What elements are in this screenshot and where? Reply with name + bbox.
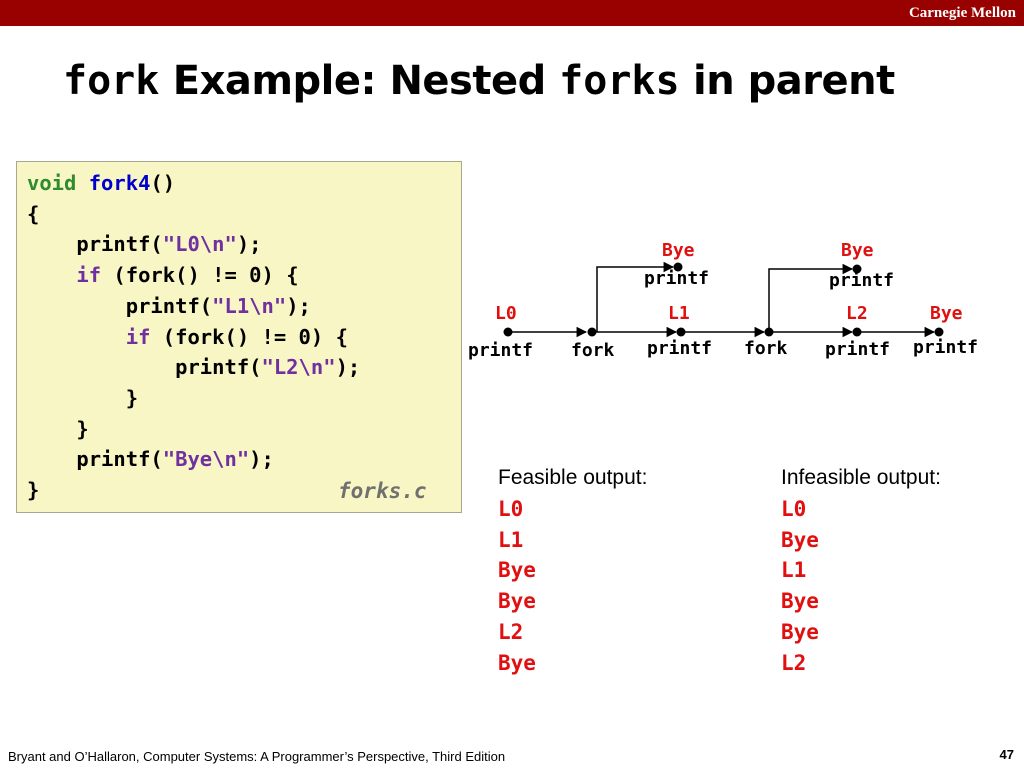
- bottom-label-3: printf: [647, 338, 712, 359]
- branch-2-label: printf: [829, 270, 894, 291]
- feasible-output-line: L2: [498, 619, 524, 644]
- feasible-output-line: L1: [498, 527, 524, 552]
- bottom-label-6: printf: [913, 337, 978, 358]
- bottom-label-5: printf: [825, 339, 890, 360]
- code-token: printf(: [27, 232, 163, 257]
- node-printf-l1: [676, 327, 686, 337]
- infeasible-output-line: Bye: [781, 527, 819, 552]
- edge-branch-1: [596, 261, 675, 332]
- code-token: printf(: [27, 447, 163, 472]
- footer-citation: Bryant and O’Hallaron, Computer Systems:…: [8, 749, 506, 764]
- code-token: [27, 263, 76, 287]
- branch-1-label: printf: [644, 268, 709, 289]
- infeasible-output-line: L1: [781, 558, 807, 583]
- node-printf-l0: [503, 327, 513, 337]
- code-token: (fork() != 0) {: [150, 324, 348, 349]
- code-listing: void fork4() { printf("L0\n"); if (fork(…: [27, 168, 360, 506]
- infeasible-output-line: Bye: [781, 619, 819, 644]
- code-token: "L1\n": [212, 293, 287, 318]
- code-token: "L2\n": [261, 355, 336, 380]
- feasible-output-line: Bye: [498, 589, 536, 614]
- feasible-title: Feasible output:: [498, 466, 648, 489]
- bottom-label-2: fork: [571, 340, 615, 361]
- code-filename: forks.c: [338, 479, 427, 503]
- code-token: );: [249, 447, 274, 472]
- code-token: if: [125, 324, 151, 349]
- edge-branch-2: [768, 263, 854, 332]
- code-token: }: [27, 416, 89, 441]
- brand-name: Carnegie Mellon: [908, 5, 1016, 21]
- code-token: "Bye\n": [162, 447, 250, 472]
- feasible-output-line: Bye: [498, 558, 536, 583]
- node-printf-bye-2: [852, 264, 862, 274]
- code-token: }: [27, 478, 40, 503]
- code-box: [16, 161, 462, 513]
- infeasible-output-line: L0: [781, 497, 807, 521]
- code-token: "L0\n": [162, 232, 237, 257]
- red-label-l2: L2: [846, 303, 868, 324]
- branch-1-red-label: Bye: [662, 240, 695, 261]
- code-token: void: [27, 171, 77, 195]
- code-token: (fork() != 0) {: [101, 263, 299, 288]
- bottom-label-4: fork: [744, 338, 788, 359]
- infeasible-title: Infeasible output:: [781, 466, 941, 489]
- process-graph: printf fork printf fork printf printf pr…: [468, 240, 978, 361]
- title-part-fork: fork: [63, 58, 160, 104]
- feasible-output-line: Bye: [498, 650, 536, 675]
- node-printf-l2: [852, 327, 862, 337]
- feasible-output-line: L0: [498, 497, 524, 521]
- code-token: );: [286, 293, 311, 318]
- code-token: );: [335, 355, 361, 380]
- code-token: (): [150, 171, 176, 195]
- code-token: fork4: [88, 171, 151, 195]
- red-label-bye-main: Bye: [930, 303, 963, 324]
- node-fork-2: [764, 327, 774, 337]
- node-printf-bye-main: [934, 327, 944, 337]
- top-bar: Carnegie Mellon: [0, 0, 1024, 26]
- red-label-l1: L1: [668, 303, 690, 324]
- page-number: 47: [999, 747, 1014, 762]
- code-token: [27, 325, 126, 349]
- red-label-l0: L0: [495, 303, 517, 324]
- code-token: [76, 171, 88, 195]
- code-token: );: [236, 232, 262, 257]
- code-token: {: [27, 201, 40, 226]
- node-fork-1: [587, 327, 597, 337]
- code-token: printf(: [27, 293, 213, 318]
- code-token: printf(: [27, 355, 262, 380]
- bottom-label-1: printf: [468, 340, 533, 361]
- infeasible-output-line: L2: [781, 650, 807, 675]
- branch-2-red-label: Bye: [841, 240, 874, 261]
- code-token: }: [27, 385, 139, 410]
- infeasible-output-line: Bye: [781, 589, 819, 614]
- title-part-end: in parent: [679, 58, 895, 104]
- title-part-forks: forks: [559, 58, 680, 104]
- slide-title: fork Example: Nested forks in parent: [63, 58, 895, 104]
- node-printf-bye-1: [673, 262, 683, 272]
- title-part-text: Example: Nested: [159, 58, 560, 104]
- code-token: if: [76, 263, 102, 288]
